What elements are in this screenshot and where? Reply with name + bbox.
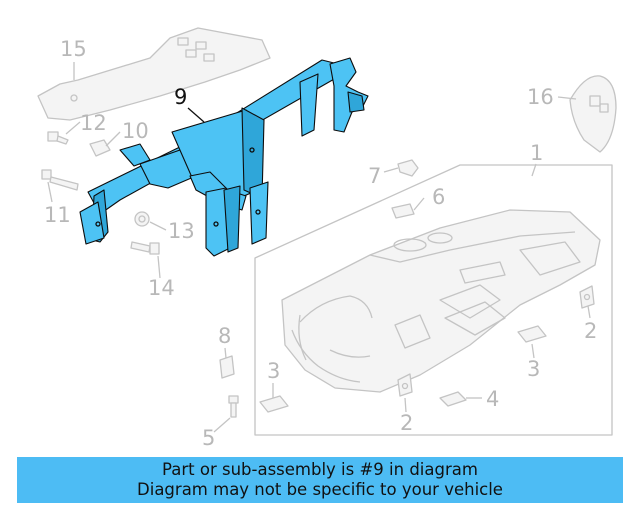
callout-9: 9 (174, 85, 187, 109)
part-16-side-cover[interactable] (569, 75, 617, 153)
part-3-pad-right[interactable] (517, 325, 547, 343)
callout-1: 1 (530, 141, 543, 165)
callout-16: 16 (527, 85, 554, 109)
callout-14: 14 (148, 276, 175, 300)
part-9-cross-car-beam[interactable] (79, 57, 369, 257)
callout-12: 12 (80, 111, 107, 135)
callout-15: 15 (60, 37, 87, 61)
callout-2-right: 2 (584, 319, 597, 343)
part-4-pad[interactable] (439, 391, 467, 407)
part-8-nut[interactable] (219, 355, 235, 379)
part-5-bolt[interactable] (228, 395, 239, 418)
part-1-instrument-panel[interactable] (254, 164, 613, 436)
part-7-clip[interactable] (397, 159, 419, 177)
part-11-bolt[interactable] (41, 169, 79, 191)
callout-7: 7 (368, 164, 381, 188)
callout-13: 13 (168, 219, 195, 243)
callout-6: 6 (432, 185, 445, 209)
parts-diagram: 15 12 10 11 13 14 9 16 1 7 6 8 2 3 3 4 2… (37, 27, 617, 450)
callout-11: 11 (44, 203, 71, 227)
callout-3-right: 3 (527, 357, 540, 381)
callout-labels: 15 12 10 11 13 14 9 16 1 7 6 8 2 3 3 4 2… (44, 37, 597, 450)
info-banner: Part or sub-assembly is #9 in diagram Di… (17, 457, 623, 503)
callout-2-bottom: 2 (400, 411, 413, 435)
part-2-clip-right[interactable] (579, 285, 595, 309)
part-10-clip[interactable] (89, 139, 111, 157)
callout-5: 5 (202, 426, 215, 450)
leader-lines (47, 62, 591, 433)
part-14-bolt[interactable] (130, 241, 160, 255)
part-12-screw[interactable] (47, 131, 69, 145)
callout-8: 8 (218, 324, 231, 348)
part-15-bracket-plate[interactable] (37, 27, 271, 121)
callout-3-left: 3 (267, 359, 280, 383)
part-13-nut[interactable] (134, 211, 150, 227)
banner-line-2: Diagram may not be specific to your vehi… (137, 480, 503, 499)
banner-line-1: Part or sub-assembly is #9 in diagram (162, 460, 478, 479)
part-6-clip[interactable] (391, 203, 415, 219)
part-2-clip-bottom[interactable] (397, 373, 413, 397)
callout-10: 10 (122, 119, 149, 143)
part-3-pad-left[interactable] (259, 395, 289, 413)
callout-4: 4 (486, 387, 499, 411)
